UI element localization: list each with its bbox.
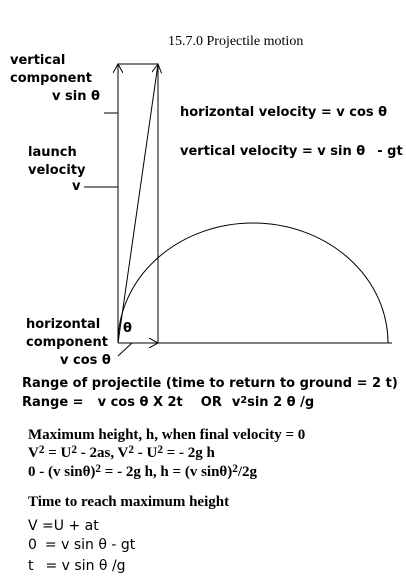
eq2-c: /2g bbox=[237, 464, 258, 480]
theta-angle-label: θ bbox=[123, 321, 132, 336]
time-eq3-lhs: t bbox=[28, 558, 34, 574]
v-cos-leader-line bbox=[117, 342, 133, 357]
time-max-heading: Time to reach maximum height bbox=[28, 494, 230, 510]
eq1-b: = U bbox=[44, 445, 72, 461]
max-height-equation-2: 0 - (v sinθ)2 = - 2g h, h = (v sinθ)2/2g bbox=[28, 463, 258, 480]
vertical-velocity-main: vertical velocity = v sin θ bbox=[180, 144, 366, 159]
eq2-b-sup: 2 bbox=[232, 463, 238, 476]
eq1-a: V bbox=[28, 445, 39, 461]
time-max-equation-1: V =U + at bbox=[28, 518, 99, 534]
time-max-equation-3: t = v sin θ /g bbox=[28, 559, 126, 573]
time-eq3-rhs: = v sin θ /g bbox=[45, 558, 126, 574]
range-equation: Range = v cos θ X 2t OR v2sin 2 θ /g bbox=[22, 394, 315, 410]
range-heading: Range of projectile (time to return to g… bbox=[22, 376, 398, 391]
range-expression-b-v: v bbox=[231, 395, 241, 410]
eq1-a-sup: 2 bbox=[38, 444, 45, 457]
eq1-e: = - 2g h bbox=[162, 445, 215, 461]
range-expression-a: v cos θ X 2t bbox=[97, 395, 183, 410]
launch-velocity-arrow bbox=[117, 64, 158, 344]
eq1-b-sup: 2 bbox=[71, 444, 77, 457]
range-expression-b-rest: sin 2 θ /g bbox=[247, 395, 315, 410]
eq2-a: 0 - (v sinθ) bbox=[28, 464, 96, 480]
eq1-d: - U bbox=[134, 445, 158, 461]
vertical-component-label: vertical component bbox=[10, 53, 92, 86]
time-eq2-rhs: = v sin θ - gt bbox=[44, 537, 136, 553]
page-title: 15.7.0 Projectile motion bbox=[168, 34, 304, 49]
max-height-heading: Maximum height, h, when final velocity =… bbox=[28, 427, 306, 443]
eq1-c-sup: 2 bbox=[128, 444, 135, 457]
eq2-a-sup: 2 bbox=[95, 463, 102, 476]
eq1-d-sup: 2 bbox=[157, 444, 163, 457]
eq1-c: - 2as, V bbox=[76, 445, 129, 461]
v-label: v bbox=[72, 179, 81, 194]
max-height-equation-1: V2 = U2 - 2as, V2 - U2 = - 2g h bbox=[28, 444, 215, 461]
range-or: OR bbox=[200, 395, 222, 410]
vertical-velocity-minus-gt: - gt bbox=[377, 144, 403, 159]
range-label: Range = bbox=[22, 395, 84, 410]
horizontal-component-label: horizontal component bbox=[26, 317, 108, 350]
eq2-b: = - 2g h, h = (v sinθ) bbox=[101, 464, 233, 480]
time-eq2-lhs: 0 bbox=[28, 537, 37, 553]
time-max-equation-2: 0 = v sin θ - gt bbox=[28, 538, 135, 552]
trajectory-arc bbox=[117, 222, 389, 344]
range-expression-b-sup: 2 bbox=[240, 394, 248, 406]
horizontal-velocity-equation: horizontal velocity = v cos θ bbox=[180, 105, 388, 120]
v-sin-theta-label: v sin θ bbox=[52, 89, 100, 104]
v-cos-theta-label: v cos θ bbox=[60, 353, 111, 368]
launch-velocity-label: launch velocity bbox=[28, 145, 86, 178]
vertical-velocity-equation: vertical velocity = v sin θ - gt bbox=[180, 145, 403, 158]
